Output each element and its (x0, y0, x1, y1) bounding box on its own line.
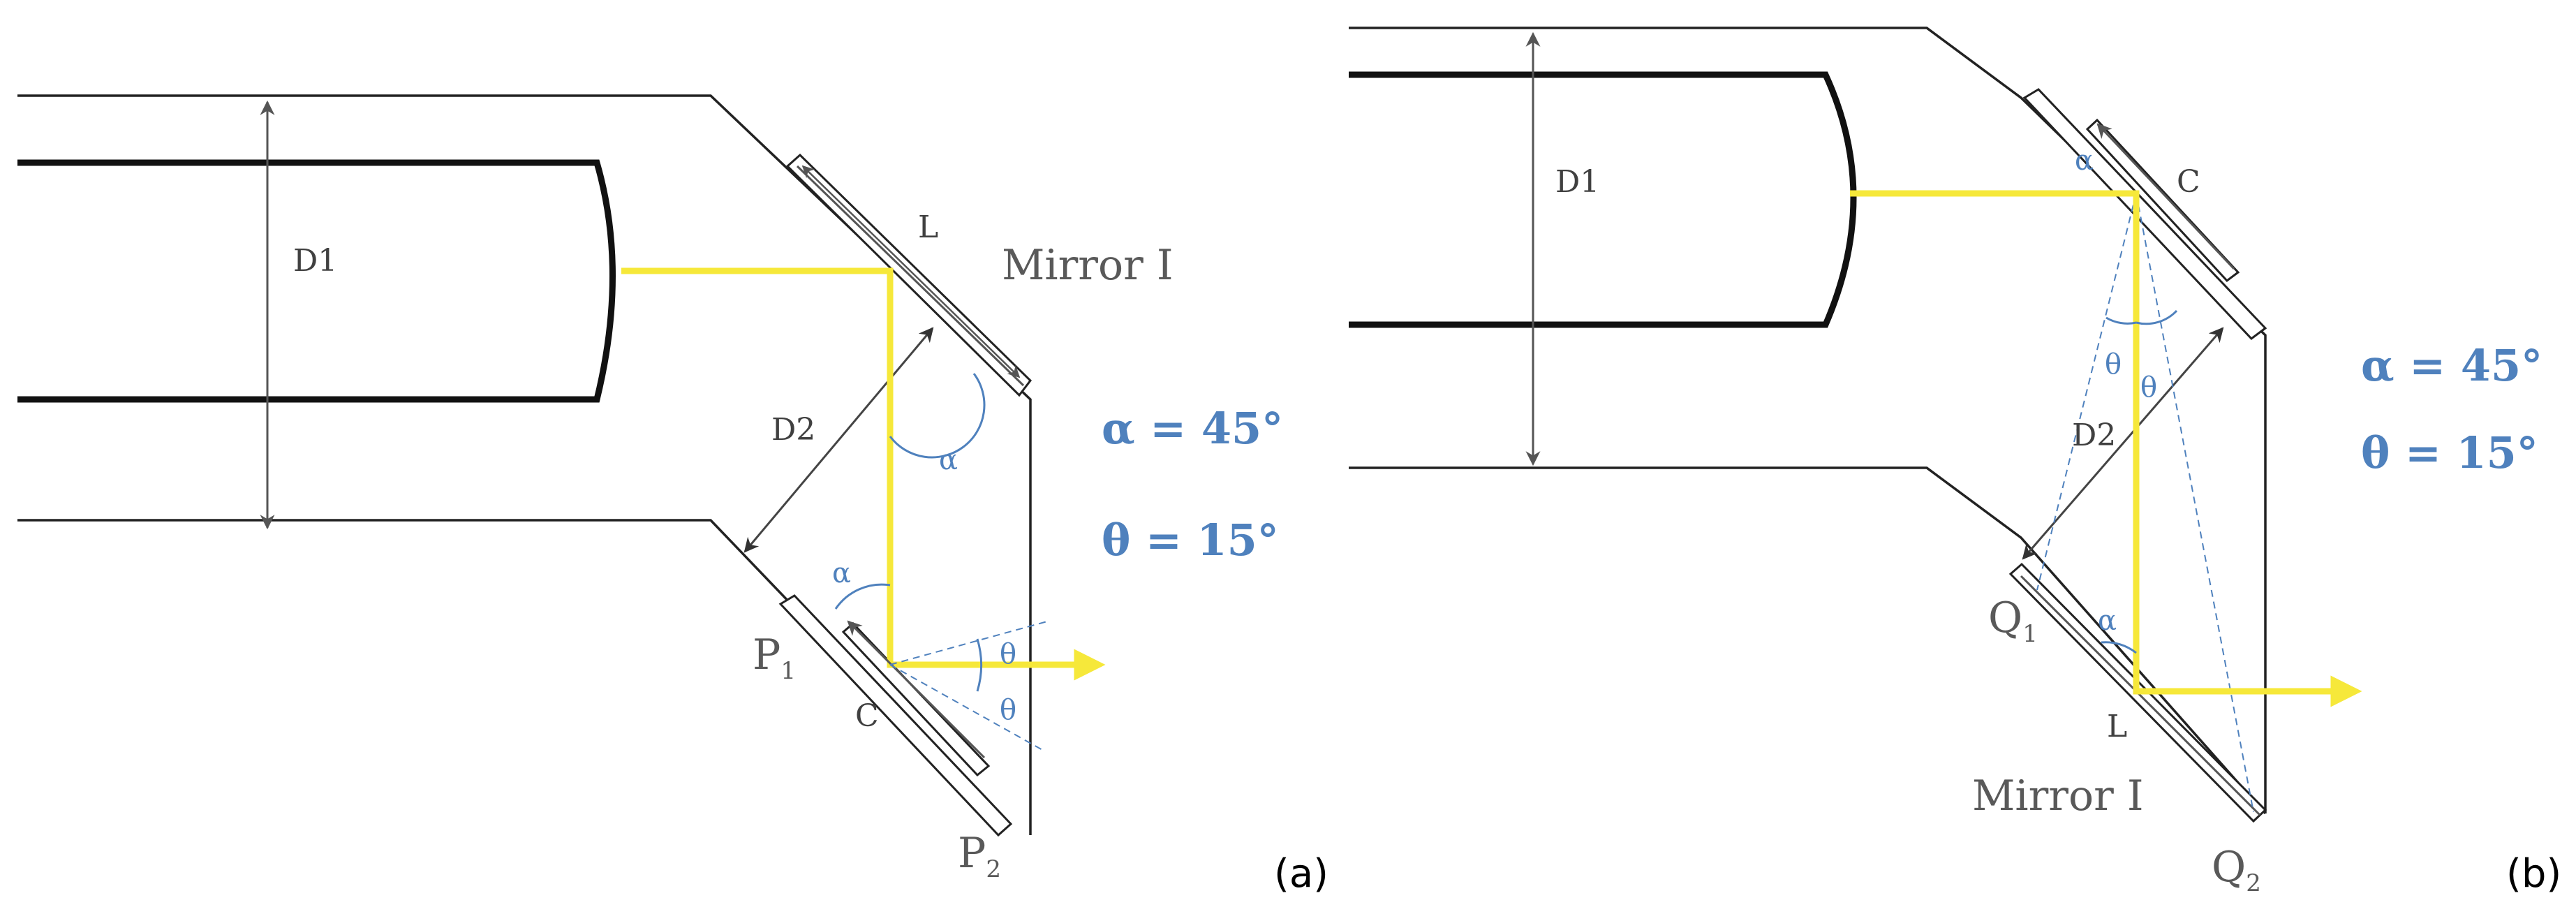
theta-rays-a (889, 621, 1048, 751)
construction-lines-b (2036, 193, 2254, 813)
mirror-c-arrow-a (847, 620, 986, 759)
mirror-length-label-b: L (2107, 709, 2127, 744)
panel-b: D1 D2 C L Mirror I α α θ θ Q1 Q2 α = 45°… (1349, 27, 2561, 897)
point-p1-label: P1 (753, 631, 796, 685)
d2-dimension-arrow-a (743, 327, 934, 553)
mirror-name-label-a: Mirror I (1002, 241, 1174, 290)
point-q2-label: Q2 (2212, 843, 2261, 897)
alpha-arc-label-lower-a: α (832, 557, 851, 589)
mirror-length-arrow-a (801, 165, 1021, 378)
mirror-c-b (2022, 88, 2267, 341)
d2-dimension-arrow-b (2022, 327, 2224, 560)
mirror-c-arrow-b (2096, 123, 2235, 270)
theta-arc-label-right-b: θ (2140, 371, 2157, 404)
pipe-diameter-label-b: D1 (1555, 164, 1599, 200)
mirror-length-label-a: L (918, 209, 938, 245)
theta-arc-label-left-b: θ (2105, 348, 2122, 381)
alpha-value-label-b: α = 45° (2361, 340, 2542, 391)
angle-arcs-b (2101, 309, 2178, 654)
mirror-i-a (785, 153, 1032, 397)
panel-label-a: (a) (1274, 851, 1328, 897)
alpha-arc-label-upper-b: α (2075, 145, 2094, 177)
beam-a (621, 267, 1106, 681)
mirror-c-a (778, 594, 1013, 837)
mirror-c-label-a: C (855, 698, 879, 734)
theta-arc-label-lower-a: θ (1000, 694, 1016, 726)
mirror-name-label-b: Mirror I (1972, 772, 2144, 820)
mirror-c-label-b: C (2177, 164, 2200, 200)
duct-outline-b (1349, 27, 2267, 815)
theta-value-label-b: θ = 15° (2361, 427, 2538, 478)
light-tube-b (1349, 71, 1857, 328)
point-p2-label: P2 (958, 829, 1001, 883)
alpha-arc-label-upper-a: α (939, 444, 958, 476)
panel-label-b: (b) (2506, 851, 2561, 897)
light-tube-a (17, 159, 616, 403)
angle-arcs-a (834, 373, 986, 692)
theta-arc-label-upper-a: θ (1000, 638, 1016, 670)
point-q1-label: Q1 (1988, 594, 2038, 648)
alpha-arc-label-lower-b: α (2098, 605, 2117, 637)
panel-a: D1 D2 L Mirror I C α α θ θ P1 P2 α = 45°… (17, 94, 1328, 897)
theta-value-label-a: θ = 15° (1102, 515, 1279, 566)
pipe-diameter-label-a: D1 (293, 243, 337, 279)
duct-width-label-a: D2 (771, 412, 815, 448)
duct-width-label-b: D2 (2072, 418, 2116, 453)
alpha-value-label-a: α = 45° (1102, 403, 1283, 454)
beam-b (1850, 190, 2362, 707)
